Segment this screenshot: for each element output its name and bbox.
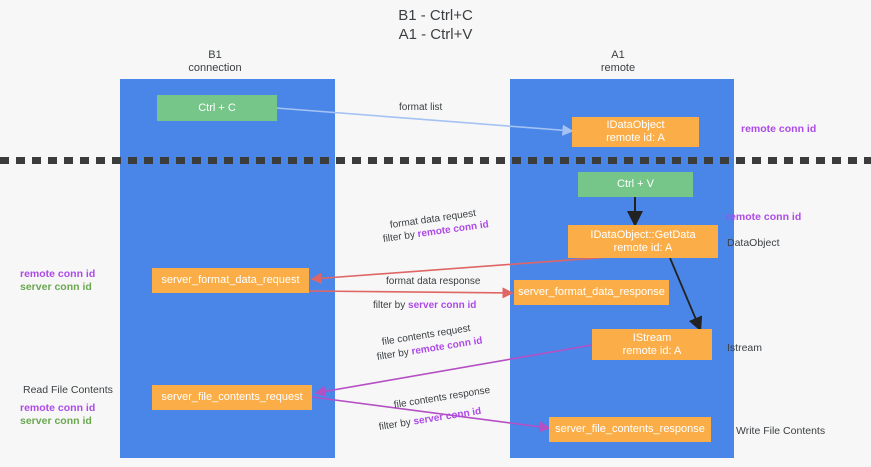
left-label-remote-conn-id: remote conn id	[20, 268, 96, 280]
box-ctrl-v-label: Ctrl + V	[617, 178, 654, 190]
left-label-server-conn-id: server conn id	[20, 281, 92, 293]
box-server-file-contents-response-label: server_file_contents_response	[555, 423, 705, 435]
box-server-format-data-request-label: server_format_data_request	[161, 274, 300, 286]
title-line-2: A1 - Ctrl+V	[398, 26, 473, 43]
box-server-format-data-request[interactable]: server_format_data_request	[152, 268, 309, 293]
box-ctrl-v[interactable]: Ctrl + V	[578, 172, 693, 197]
right-label-istream: Istream	[727, 342, 763, 354]
right-label-write-file-contents: Write File Contents	[736, 425, 826, 437]
column-b1-role: connection	[188, 62, 242, 74]
edge-label-format-data-response-filter: filter by server conn id	[373, 299, 476, 312]
edge-label-format-data-response: format data response	[386, 276, 481, 287]
right-label-remote-conn-id-mid: remote conn id	[726, 211, 802, 223]
box-server-format-data-response-label: server_format_data_response	[518, 286, 665, 298]
left-label-group-mid: remote conn id server conn id	[20, 268, 95, 294]
box-istream-line1: IStream	[632, 331, 672, 344]
box-getdata-line2: remote id: A	[613, 241, 673, 254]
box-ctrl-c-label: Ctrl + C	[198, 101, 236, 114]
box-idataobject-line2: remote id: A	[606, 132, 665, 144]
column-b1-name: B1	[208, 49, 222, 61]
right-label-remote-conn-id-top: remote conn id	[741, 123, 817, 135]
edge-label-file-contents-response-filter: filter by server conn id	[378, 405, 482, 434]
filter-prefix: filter by	[382, 229, 419, 245]
box-server-file-contents-request-label: server_file_contents_request	[161, 391, 303, 403]
filter-key-server-conn-id: server conn id	[408, 300, 477, 311]
diagram-title: B1 - Ctrl+C A1 - Ctrl+V	[0, 6, 871, 44]
box-istream[interactable]: IStream remote id: A	[592, 329, 712, 360]
box-idataobject-getdata[interactable]: IDataObject::GetData remote id: A	[568, 225, 718, 258]
left-label-read-file-contents: Read File Contents	[23, 384, 113, 396]
filter-prefix: filter by	[373, 300, 409, 311]
box-server-file-contents-response[interactable]: server_file_contents_response	[549, 417, 711, 442]
filter-key-server-conn-id: server conn id	[412, 405, 482, 428]
column-header-a1: A1 remote	[558, 49, 678, 75]
box-idataobject-line1: IDataObject	[606, 119, 665, 131]
left-label-remote-conn-id-2: remote conn id	[20, 402, 96, 414]
phase-divider	[0, 157, 871, 164]
box-idataobject[interactable]: IDataObject remote id: A	[572, 117, 699, 147]
box-ctrl-c[interactable]: Ctrl + C	[157, 95, 277, 121]
column-header-b1: B1 connection	[155, 49, 275, 75]
title-line-1: B1 - Ctrl+C	[398, 7, 473, 24]
left-label-group-bottom: remote conn id server conn id	[20, 402, 95, 428]
column-a1-role: remote	[600, 62, 636, 74]
box-server-file-contents-request[interactable]: server_file_contents_request	[152, 385, 312, 410]
left-label-server-conn-id-2: server conn id	[20, 415, 92, 427]
box-getdata-line1: IDataObject::GetData	[590, 228, 696, 241]
filter-prefix: filter by	[378, 416, 415, 433]
box-server-format-data-response[interactable]: server_format_data_response	[514, 280, 669, 305]
right-label-dataobject: DataObject	[727, 237, 780, 249]
arrow-format-data-response	[307, 287, 514, 299]
edge-label-format-list: format list	[399, 102, 443, 113]
filter-prefix: filter by	[376, 346, 413, 363]
column-a1-name: A1	[611, 49, 625, 61]
box-istream-line2: remote id: A	[622, 344, 682, 357]
